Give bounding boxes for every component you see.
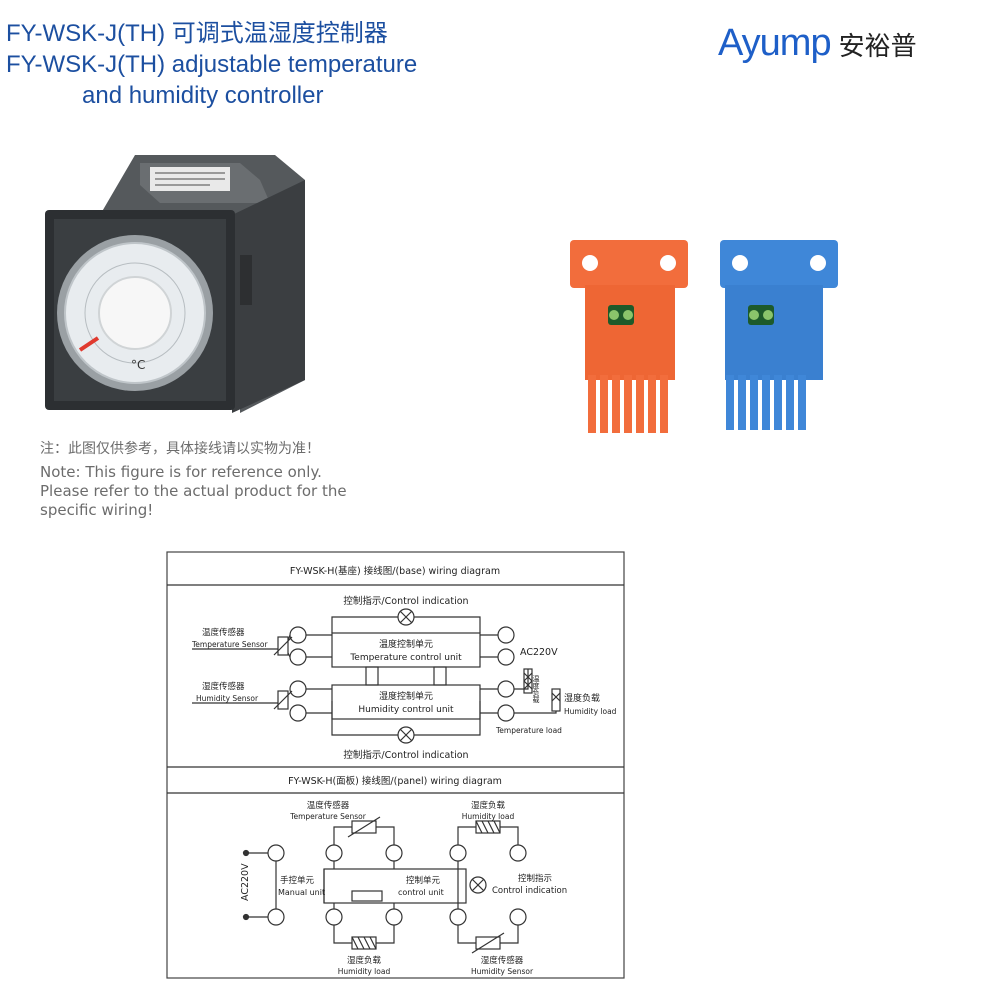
note-en-line-1: Note: This figure is for reference only.	[40, 463, 322, 481]
humid-control-unit-box	[331, 684, 481, 720]
panel-control-unit-cn: 控制单元	[406, 875, 441, 886]
panel-humid-sensor-cn: 湿度传感器	[481, 955, 524, 966]
terminal	[497, 626, 515, 722]
base-humid-load-cn: 湿度负载	[564, 692, 600, 704]
humid-load-icon	[551, 688, 561, 712]
page-title: FY-WSK-J(TH) 可调式温湿度控制器 FY-WSK-J(TH) adju…	[6, 18, 417, 111]
humid-control-unit-en: Humidity control unit	[358, 705, 454, 715]
terminal	[289, 626, 307, 722]
panel-indicator-en: Control indication	[492, 886, 567, 896]
wiring-diagram: FY-WSK-H(基座) 接线图/(base) wiring diagram 控…	[166, 551, 625, 979]
base-supply-label: AC220V	[520, 647, 558, 658]
base-top-indicator-label: 控制指示/Control indication	[343, 595, 468, 607]
temp-control-unit-cn: 温度控制单元	[379, 638, 433, 650]
indicator-lamp-icon	[397, 608, 415, 626]
panel-manual-unit-en: Manual unit	[278, 888, 325, 897]
temp-control-unit-en: Temperature control unit	[349, 653, 462, 663]
base-humid-sensor-en: Humidity Sensor	[196, 694, 259, 703]
panel-humid-sensor-icon	[471, 932, 505, 954]
panel-temp-sensor-icon	[347, 816, 381, 838]
brand-name-cn: 安裕普	[838, 32, 917, 62]
title-line-3: and humidity controller	[82, 82, 324, 109]
note-en-line-2: Please refer to the actual product for t…	[40, 482, 347, 500]
note-cn: 注：此图仅供参考，具体接线请以实物为准！	[40, 441, 320, 457]
base-diagram-title: FY-WSK-H(基座) 接线图/(base) wiring diagram	[290, 565, 500, 577]
humid-control-unit-cn: 湿度控制单元	[379, 690, 433, 702]
indicator-lamp-icon	[397, 726, 415, 744]
panel-humid-load-bottom-icon	[351, 936, 377, 950]
base-temp-sensor-cn: 温度传感器	[202, 627, 245, 638]
panel-control-box	[323, 868, 467, 904]
panel-humid-load-top-icon	[475, 820, 501, 834]
panel-diagram-title: FY-WSK-H(面板) 接线图/(panel) wiring diagram	[288, 775, 502, 787]
panel-control-unit-en: control unit	[398, 888, 444, 897]
dial-pointer	[78, 336, 100, 352]
base-temp-load-cn: 温度负载	[532, 674, 540, 704]
panel-humid-load-top-cn: 湿度负载	[471, 800, 506, 811]
panel-indicator-cn: 控制指示	[518, 873, 552, 884]
panel-humid-load-bottom-en: Humidity load	[338, 967, 391, 976]
connector-blocks	[570, 240, 838, 433]
base-temp-load-en: Temperature load	[495, 726, 562, 735]
panel-humid-sensor-en: Humidity Sensor	[471, 967, 534, 976]
blue-connector	[720, 240, 838, 430]
panel-manual-unit-cn: 手控单元	[280, 875, 315, 886]
panel-supply-label: AC220V	[240, 863, 251, 901]
humid-sensor-icon	[273, 690, 293, 710]
reference-note: 注：此图仅供参考，具体接线请以实物为准！ Note: This figure i…	[40, 440, 347, 520]
panel-temp-sensor-en: Temperature Sensor	[289, 812, 367, 821]
panel-humid-load-bottom-cn: 湿度负载	[347, 955, 382, 966]
controller-photo: °C	[45, 155, 305, 413]
orange-connector	[570, 240, 688, 433]
temp-control-unit-box	[331, 632, 481, 668]
title-line-1: FY-WSK-J(TH) 可调式温湿度控制器	[6, 20, 388, 47]
adjust-dial	[57, 235, 213, 391]
note-en-line-3: specific wiring!	[40, 501, 154, 519]
temp-sensor-icon	[273, 634, 293, 658]
brand-name: Ayump	[718, 22, 832, 64]
dial-unit: °C	[131, 358, 145, 372]
panel-humid-load-top-en: Humidity load	[462, 812, 515, 821]
panel-indicator-lamp-icon	[469, 876, 487, 894]
base-temp-sensor-en: Temperature Sensor	[191, 640, 269, 649]
panel-temp-sensor-cn: 温度传感器	[307, 800, 350, 811]
title-line-2: FY-WSK-J(TH) adjustable temperature	[6, 51, 418, 78]
base-humid-sensor-cn: 湿度传感器	[202, 681, 245, 692]
base-bottom-indicator-label: 控制指示/Control indication	[343, 749, 468, 761]
brand-logo: Ayump 安裕普	[718, 22, 917, 65]
base-humid-load-en: Humidity load	[564, 707, 617, 716]
